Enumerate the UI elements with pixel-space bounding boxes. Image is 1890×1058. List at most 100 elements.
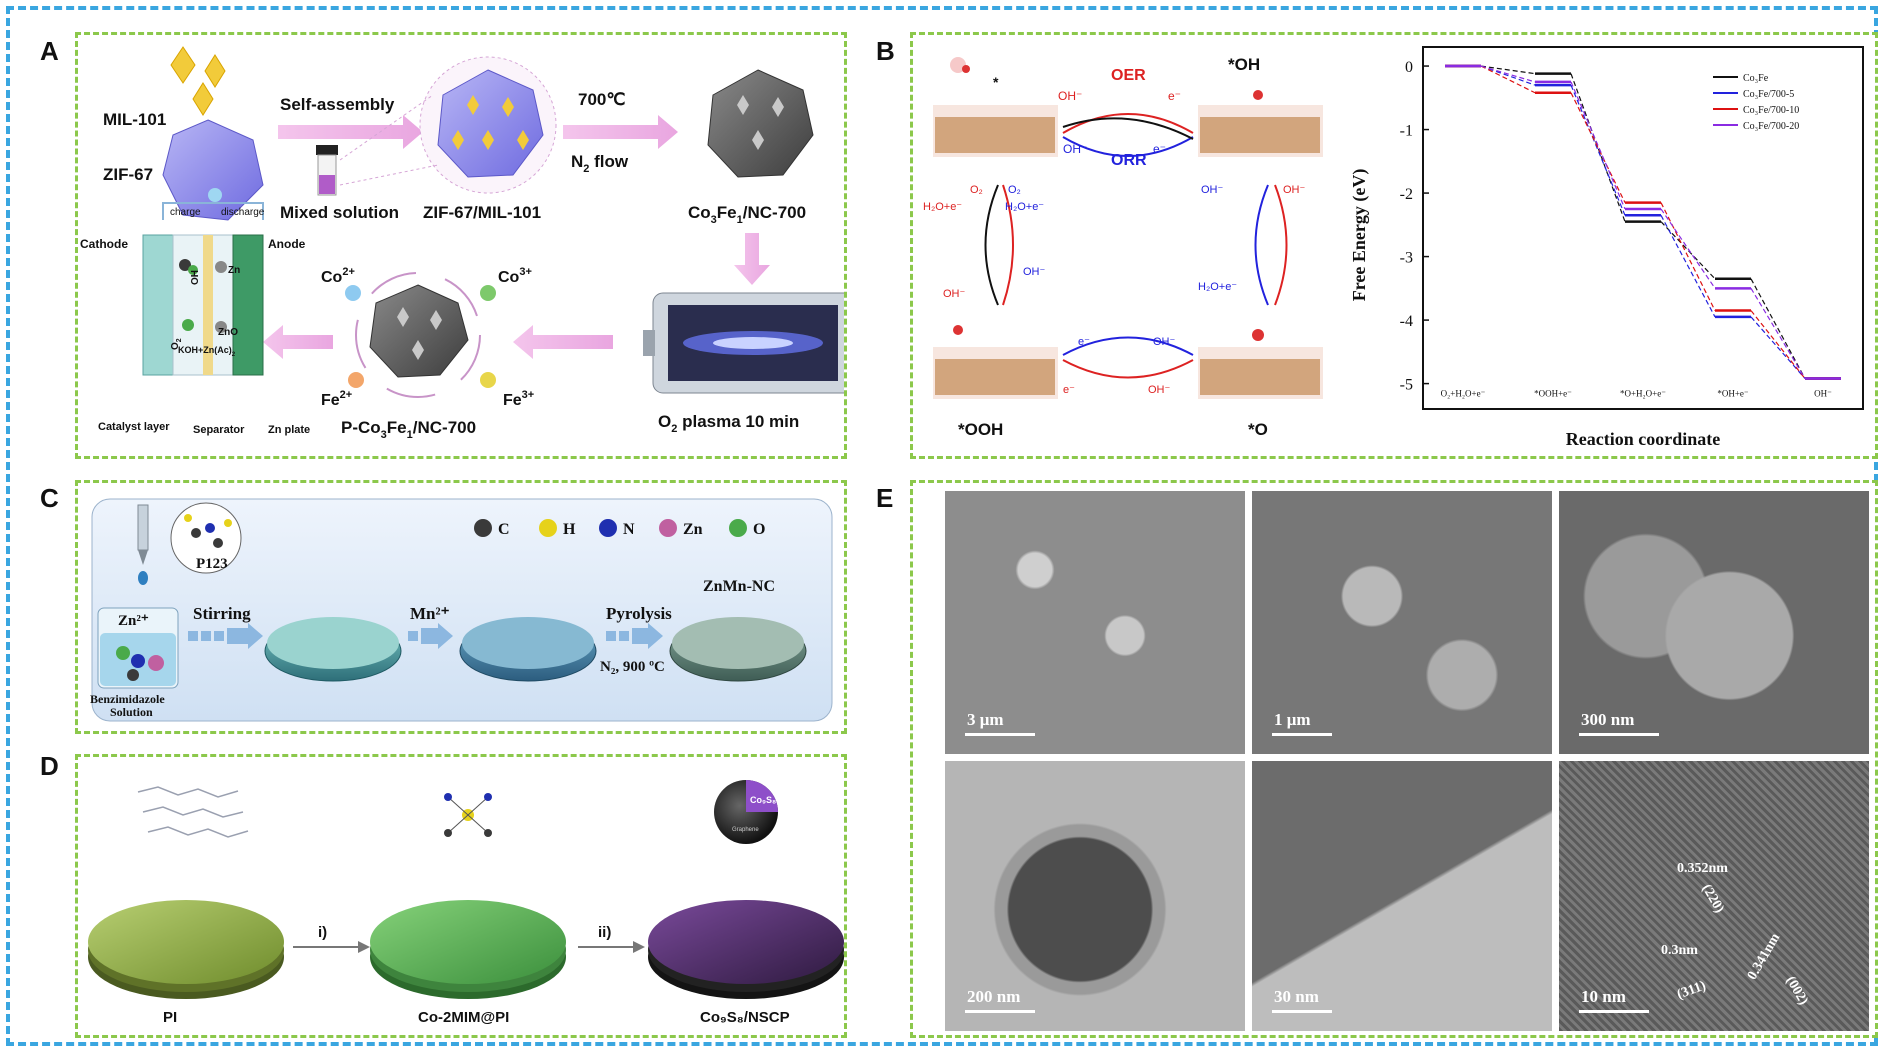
battery-cathode	[142, 234, 174, 376]
atom-label: N	[623, 521, 635, 538]
scale-label: 1 μm	[1274, 710, 1311, 729]
y-tick-label: 0	[1405, 59, 1413, 76]
pi-molecule-chains	[137, 786, 249, 838]
panel-d: i) ii) Co₉S₈ Graphene PI Co-2MIM@PI Co₉S…	[75, 754, 847, 1038]
label-charge: charge	[170, 207, 201, 218]
arrow-mn	[408, 623, 453, 649]
scale-label: 300 nm	[1581, 710, 1635, 729]
scale-bar	[1272, 733, 1332, 736]
x-tick-label: *O+H₂O+e⁻	[1620, 388, 1666, 398]
atom-label: H	[563, 521, 576, 538]
d-spacing-label: 0.352nm	[1677, 861, 1728, 876]
panel-a-diagram: MIL-101 ZIF-67 Self-assembly Mixed solut…	[80, 46, 844, 441]
scale-label: 3 μm	[967, 710, 1004, 729]
energy-connector	[1660, 208, 1716, 289]
panel-d-diagram: i) ii) Co₉S₈ Graphene PI Co-2MIM@PI Co₉S…	[88, 780, 844, 1026]
tem-image-200nm: 200 nm	[945, 761, 1245, 1031]
panel-a: MIL-101 ZIF-67 Self-assembly Mixed solut…	[75, 32, 847, 459]
scale-label: 30 nm	[1274, 987, 1319, 1006]
panel-e: 3 μm 1 μm 300 nm 200 nm 30 nm 10 nm 0.35…	[910, 480, 1878, 1038]
label-star-oh: *OH	[1228, 55, 1260, 74]
label-mixed-solution: Mixed solution	[280, 203, 399, 222]
label-n2-900: N₂, 900 ºC	[600, 659, 665, 675]
mil101-crystal	[204, 54, 226, 88]
energy-connector	[1750, 288, 1806, 379]
battery-anode	[232, 234, 264, 376]
energy-connector	[1570, 73, 1626, 222]
label-co2plus: Co2+	[321, 266, 355, 286]
energy-connector	[1750, 310, 1806, 379]
label-star-o: *O	[1248, 420, 1268, 439]
label-oh-left: OH⁻	[1023, 266, 1046, 278]
label-oh: OH	[190, 270, 201, 285]
label-co3plus: Co3+	[498, 266, 532, 286]
label-star-ooh: *OOH	[958, 420, 1003, 439]
energy-connector	[1480, 65, 1536, 94]
label-oh-top: OH⁻	[1058, 89, 1082, 103]
atom-label: C	[498, 521, 510, 538]
label-separator: Separator	[193, 424, 245, 436]
chart-ylabel: Free Energy (eV)	[1349, 169, 1370, 302]
energy-connector	[1750, 278, 1806, 379]
arrow-stirring	[188, 623, 263, 649]
label-step-2: ii)	[598, 924, 611, 941]
atom-legend: C H N Zn O	[474, 519, 765, 538]
label-mil101: MIL-101	[103, 110, 166, 129]
y-tick-label: -1	[1400, 123, 1413, 140]
label-self-assembly: Self-assembly	[280, 95, 395, 114]
label-co-2mim: Co-2MIM@PI	[418, 1009, 509, 1026]
label-oh-bottom: OH⁻	[1153, 336, 1176, 348]
label-n2-flow: N2 flow	[571, 152, 629, 175]
panel-label-e: E	[876, 483, 894, 513]
panel-label-a: A	[40, 36, 59, 66]
vial-cap	[316, 145, 338, 155]
label-zno: ZnO	[218, 327, 238, 338]
energy-connector	[1660, 221, 1716, 280]
label-solution: Solution	[110, 705, 153, 719]
label-fe3plus: Fe3+	[503, 389, 534, 409]
slab-bottom-left	[933, 325, 1058, 399]
panel-b-cycle: * *OH *OOH *O OER ORR OH⁻ e⁻ OH⁻ e⁻ O₂ H…	[923, 46, 1864, 449]
y-tick-label: -5	[1400, 377, 1413, 394]
scale-bar	[1579, 1010, 1649, 1013]
panel-label-d: D	[40, 751, 59, 781]
x-tick-label: *OH+e⁻	[1717, 388, 1749, 398]
mil101-crystal	[192, 82, 214, 116]
label-o2-plasma: O2 plasma 10 min	[658, 412, 799, 435]
label-zn: Zn	[228, 265, 240, 276]
slab-bottom-right	[1198, 329, 1323, 399]
arrow-left-1	[513, 325, 613, 359]
sem-image-300nm: 300 nm	[1559, 491, 1869, 754]
scale-bar	[1272, 1010, 1332, 1013]
scale-label: 10 nm	[1581, 987, 1626, 1006]
scale-label: 200 nm	[967, 987, 1021, 1006]
label-co9s8-nscp: Co₉S₈/NSCP	[700, 1009, 790, 1026]
p-cofe-polyhedron	[369, 284, 469, 378]
wafer-co-2mim	[370, 900, 566, 984]
atom-label: O	[753, 521, 765, 538]
d-spacing-label: 0.3nm	[1661, 943, 1698, 958]
energy-connector	[1660, 202, 1716, 311]
label-star: *	[993, 74, 999, 90]
label-e-bottom: e⁻	[1078, 336, 1090, 348]
label-p-cofe: P-Co3Fe1/NC-700	[341, 418, 476, 441]
label-h2o-left2: H₂O+e⁻	[1005, 201, 1044, 213]
label-pyrolysis: Pyrolysis	[606, 604, 672, 623]
label-sphere-shell: Graphene	[732, 827, 759, 833]
label-zif67: ZIF-67	[103, 165, 153, 184]
label-o2-left2: O₂	[1008, 184, 1021, 196]
y-tick-label: -2	[1400, 186, 1413, 203]
label-discharge: discharge	[221, 207, 265, 218]
label-znmn-nc: ZnMn-NC	[703, 578, 775, 595]
scale-bar	[1579, 733, 1659, 736]
x-tick-label: OH⁻	[1814, 388, 1832, 398]
label-cathode: Cathode	[80, 237, 128, 251]
tem-image-30nm: 30 nm	[1252, 761, 1552, 1031]
cofe-nc-polyhedron	[707, 69, 814, 178]
sem-image-3um: 3 μm	[945, 491, 1245, 754]
arrow-pyrolysis	[606, 623, 663, 649]
label-oh-right: OH⁻	[1201, 184, 1224, 196]
legend-item: Co₃Fe/700-20	[1743, 121, 1799, 132]
chart-xlabel: Reaction coordinate	[1566, 429, 1720, 449]
